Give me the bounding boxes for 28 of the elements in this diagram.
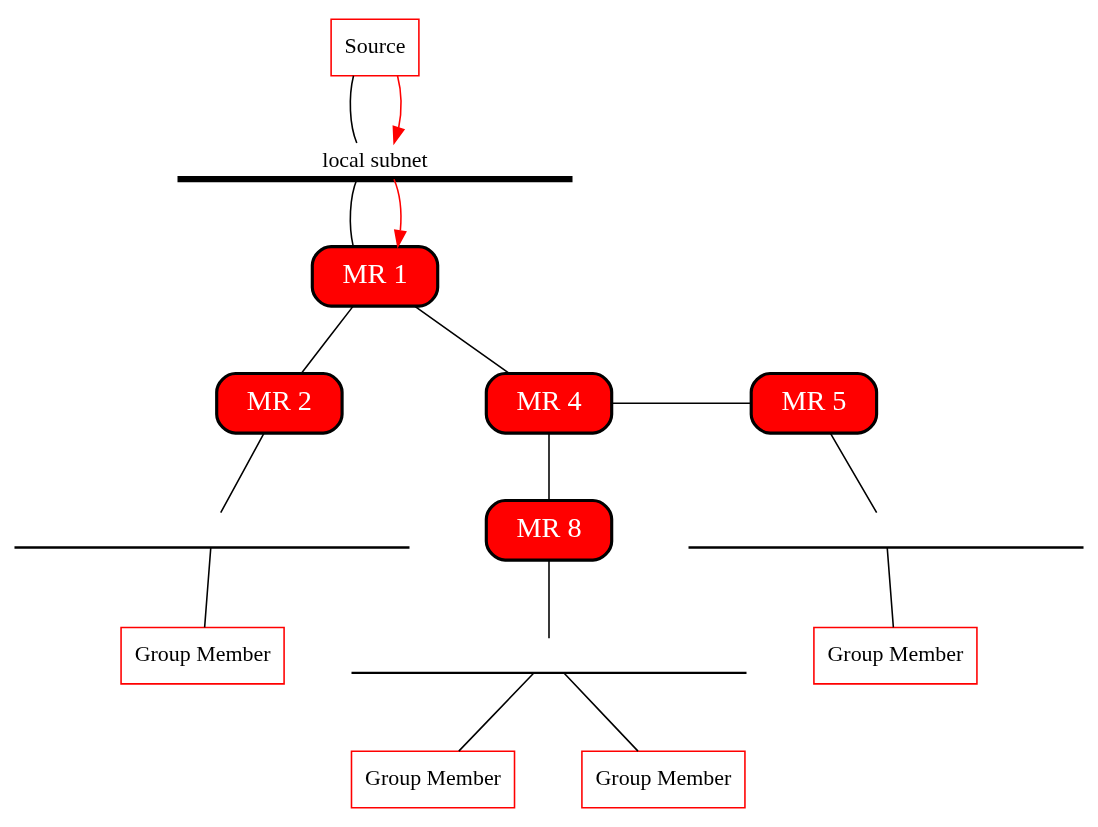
- node-box: Source: [330, 18, 420, 77]
- node-box: Group Member: [350, 750, 516, 809]
- connector: [300, 305, 354, 374]
- connector: [414, 305, 511, 375]
- node-box: MR 2: [215, 371, 344, 435]
- node-bar: [688, 546, 1084, 549]
- connector: [563, 672, 639, 752]
- node-box: MR 5: [749, 371, 879, 435]
- node-box: MR 8: [484, 498, 614, 562]
- arrow: [392, 75, 406, 146]
- connector: [219, 432, 265, 514]
- node-box: Group Member: [581, 750, 746, 809]
- connector: [886, 547, 895, 629]
- node-box: Group Member: [120, 626, 285, 685]
- connector: [611, 402, 752, 405]
- connector: [203, 547, 212, 629]
- connector: [548, 559, 550, 640]
- node-bar: [351, 671, 747, 675]
- connector: [458, 672, 535, 752]
- node-text: local subnet: [322, 146, 428, 172]
- arrow: [393, 178, 407, 249]
- connector: [548, 432, 550, 501]
- connector: [829, 432, 878, 514]
- node-box: Group Member: [813, 626, 978, 685]
- connector: [349, 75, 358, 144]
- node-bar: [14, 546, 410, 549]
- node-box: MR 4: [484, 371, 614, 435]
- node-box: MR 1: [310, 245, 440, 308]
